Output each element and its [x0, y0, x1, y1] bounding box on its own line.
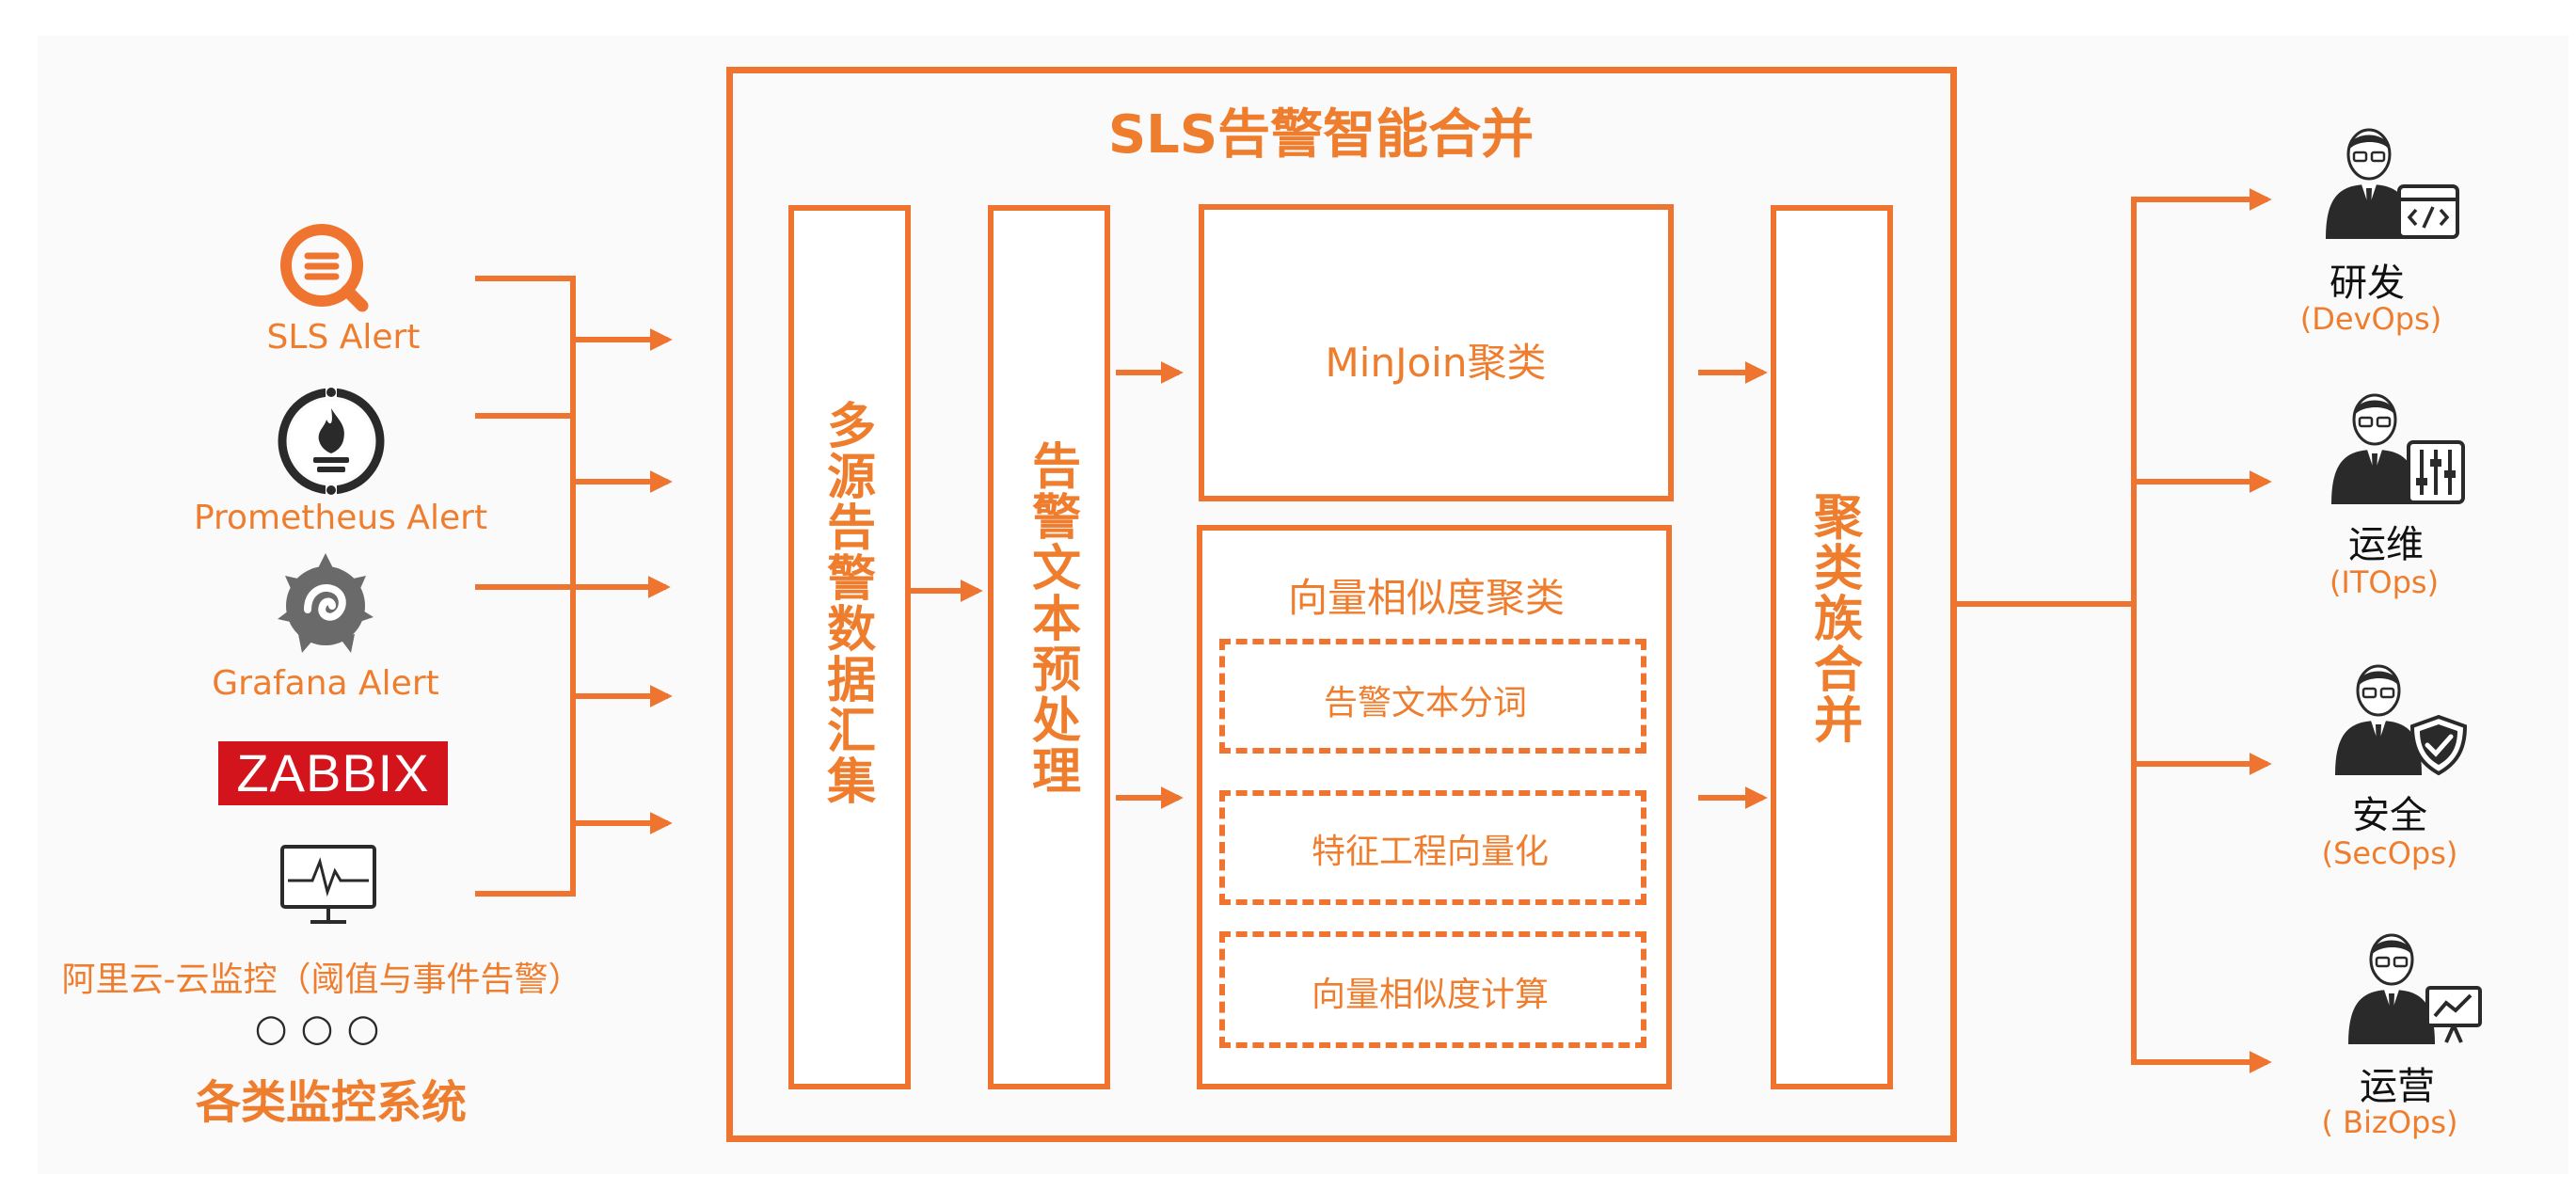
grafana-icon	[270, 548, 381, 659]
monitor-icon	[278, 843, 378, 928]
monitoring-systems-caption: 各类监控系统	[195, 1076, 468, 1129]
role-name-secops: 安全	[2352, 794, 2427, 837]
step-vectorize-box	[1219, 790, 1646, 905]
role-sub-secops: (SecOps)	[2321, 835, 2458, 871]
aggregate-stage-label: 多源告警数据汇集	[818, 400, 875, 806]
main-title: SLS告警智能合并	[1107, 104, 1534, 166]
role-sub-devops: (DevOps)	[2299, 301, 2442, 337]
source-label-sls: SLS Alert	[266, 318, 421, 357]
preprocess-stage-box	[988, 205, 1110, 1089]
operations-icon	[2328, 388, 2469, 510]
step-similarity-label: 向量相似度计算	[1311, 976, 1550, 1014]
minjoin-box	[1199, 204, 1674, 501]
more-sources-ellipsis: ○○○	[254, 1007, 393, 1050]
role-sub-bizops: ( BizOps)	[2321, 1104, 2458, 1140]
vector-cluster-title: 向量相似度聚类	[1287, 575, 1566, 621]
role-name-devops: 研发	[2330, 262, 2405, 305]
prometheus-icon	[276, 386, 387, 497]
step-tokenize-label: 告警文本分词	[1323, 684, 1528, 723]
step-tokenize-box	[1219, 639, 1646, 754]
source-label-cloudmonitor: 阿里云-云监控（阈值与事件告警）	[61, 961, 582, 999]
source-label-grafana: Grafana Alert	[212, 664, 439, 703]
business-icon	[2345, 928, 2486, 1050]
main-container	[726, 67, 1957, 1142]
merge-stage-label: 聚类族合并	[1805, 491, 1862, 745]
source-label-prometheus: Prometheus Alert	[193, 499, 488, 537]
role-name-itops: 运维	[2348, 523, 2424, 566]
sls-alert-icon	[278, 221, 372, 315]
step-similarity-box	[1219, 931, 1646, 1048]
role-name-bizops: 运营	[2360, 1065, 2435, 1108]
security-icon	[2331, 659, 2473, 781]
preprocess-stage-label: 告警文本预处理	[1023, 440, 1080, 796]
developer-icon	[2322, 122, 2463, 245]
step-vectorize-label: 特征工程向量化	[1311, 833, 1550, 871]
merge-stage-box	[1771, 205, 1893, 1089]
aggregate-stage-box	[788, 205, 911, 1089]
role-sub-itops: (ITOps)	[2329, 564, 2440, 600]
zabbix-logo: ZABBIX	[218, 741, 448, 805]
minjoin-label: MinJoin聚类	[1325, 340, 1547, 386]
